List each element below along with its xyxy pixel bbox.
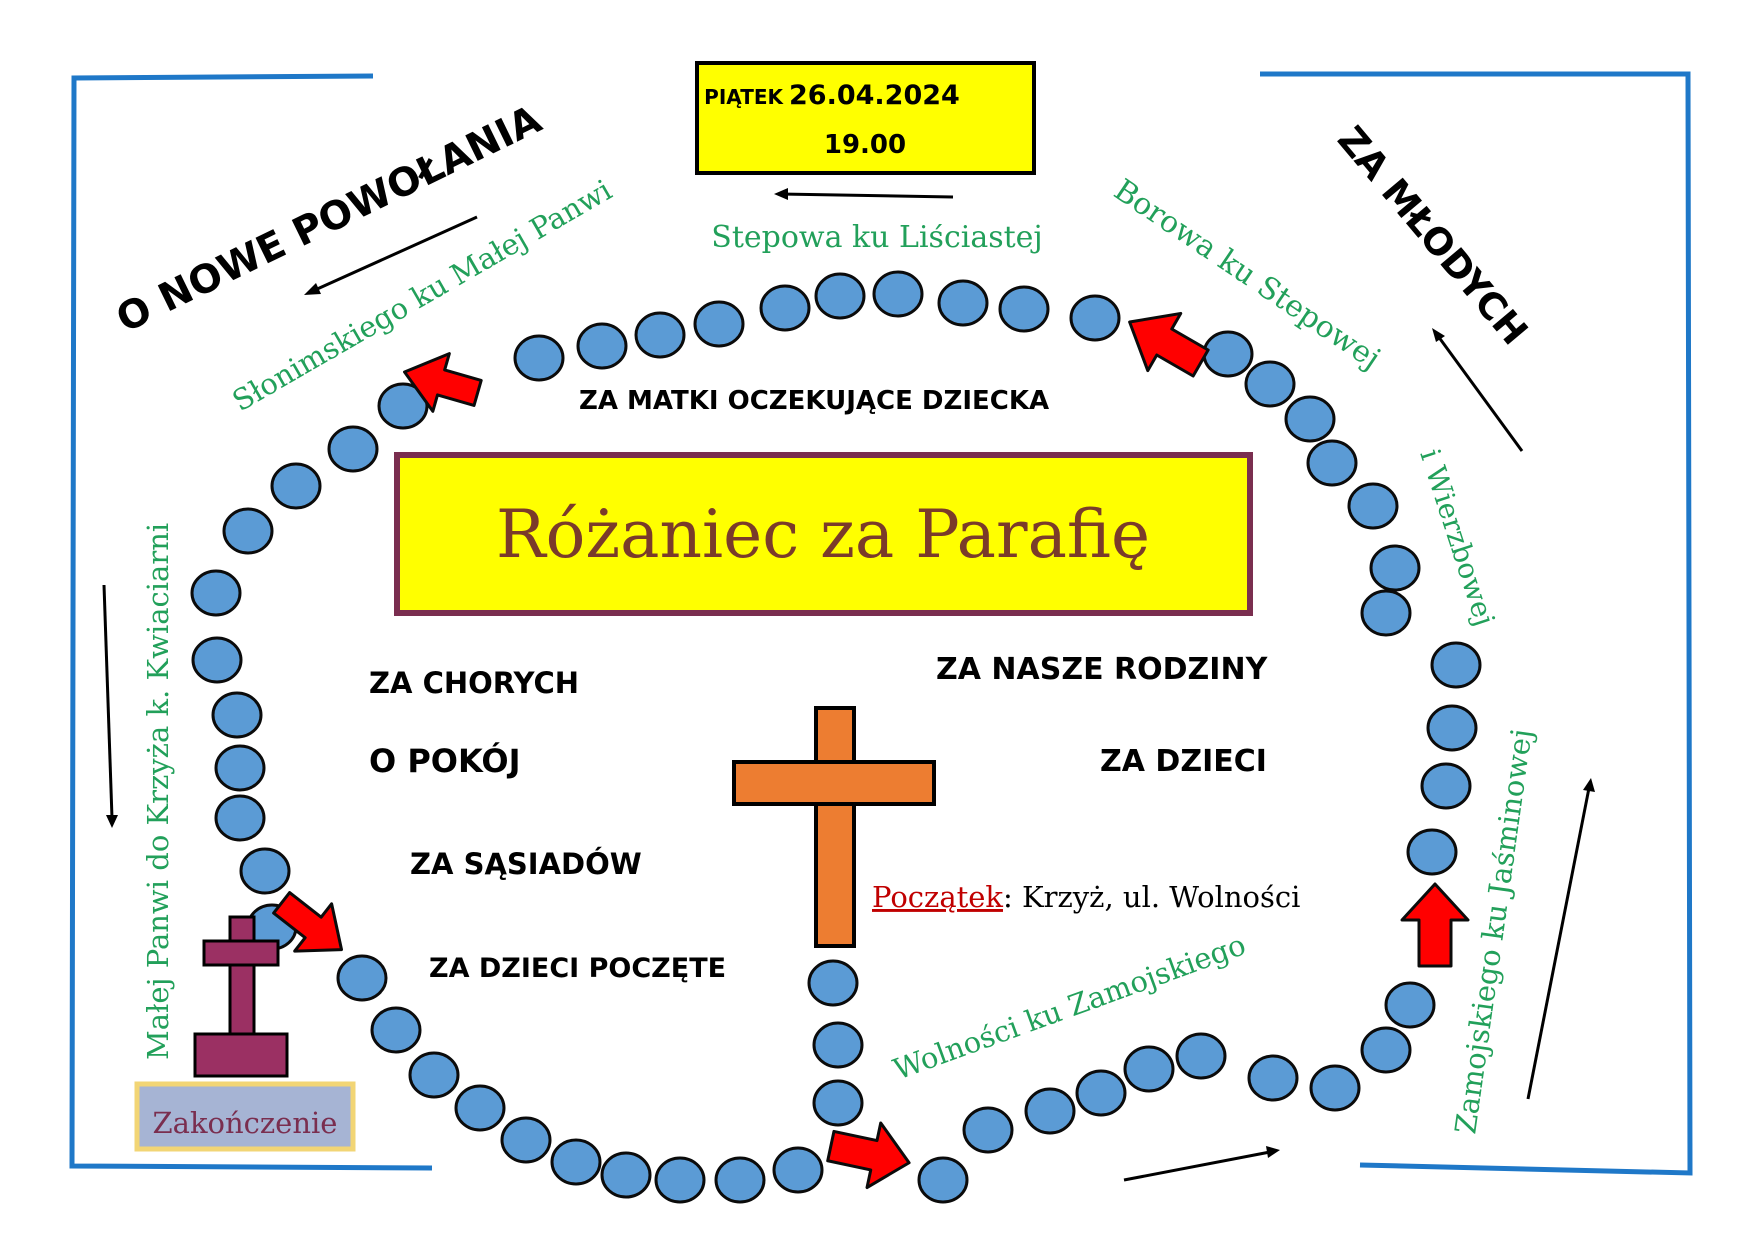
- rosary-bead: [812, 1021, 864, 1069]
- rosary-bead: [214, 744, 266, 792]
- intention-new-vocations: O NOWE POWOŁANIA: [110, 97, 549, 342]
- rosary-bead: [500, 1116, 552, 1164]
- rosary-bead: [1244, 360, 1296, 408]
- rosary-bead: [214, 794, 266, 842]
- rosary-bead: [513, 334, 565, 382]
- intention-youth: ZA MŁODYCH: [1329, 118, 1536, 353]
- rosary-bead: [814, 272, 866, 320]
- rosary-bead: [550, 1138, 602, 1186]
- rosary-bead: [937, 279, 989, 327]
- rosary-bead: [998, 285, 1050, 333]
- rosary-bead: [1024, 1087, 1076, 1135]
- rosary-bead: [1420, 762, 1472, 810]
- rosary-bead: [1202, 330, 1254, 378]
- red-arrow-right: [1400, 882, 1470, 968]
- rosary-bead: [1369, 544, 1421, 592]
- rosary-bead: [962, 1106, 1014, 1154]
- rosary-bead: [336, 954, 388, 1002]
- rosary-bead: [759, 284, 811, 332]
- rosary-bead: [1347, 482, 1399, 530]
- rosary-bead: [211, 691, 263, 739]
- route-wierzbowa: i Wierzbowej: [1413, 445, 1501, 630]
- rosary-bead: [917, 1156, 969, 1204]
- rosary-bead: [377, 382, 429, 430]
- rosary-bead: [1406, 828, 1458, 876]
- direction-arrow-upper-left: [314, 215, 478, 292]
- red-arrow-bottom: [826, 1121, 911, 1190]
- red-arrow-upper-left: [403, 352, 483, 413]
- date-date: 26.04.2024: [789, 80, 960, 111]
- rosary-bead: [772, 1146, 824, 1194]
- intention-children: ZA DZIECI: [1100, 744, 1267, 779]
- intention-expecting-mothers: ZA MATKI OCZEKUJĄCE DZIECKA: [579, 386, 1049, 416]
- rosary-bead: [576, 322, 628, 370]
- end-label: Zakończenie: [153, 1106, 338, 1140]
- start-label: Początek: [872, 880, 1003, 914]
- date-time: 19.00: [824, 130, 906, 160]
- rosary-bead: [190, 569, 242, 617]
- rosary-bead: [634, 311, 686, 359]
- rosary-bead: [408, 1051, 460, 1099]
- red-arrow-upper-right: [1128, 311, 1210, 378]
- intention-unborn: ZA DZIECI POCZĘTE: [429, 953, 726, 984]
- rosary-bead: [1247, 1054, 1299, 1102]
- rosary-bead: [600, 1151, 652, 1199]
- red-arrows: [272, 311, 1470, 1190]
- rosary-bead: [222, 507, 274, 555]
- date-day: PIĄTEK: [704, 85, 784, 109]
- date-box: PIĄTEK 26.04.2024 19.00: [695, 61, 1036, 175]
- rosary-bead: [1360, 589, 1412, 637]
- rosary-bead: [693, 300, 745, 348]
- blue-frame: [69, 71, 1693, 1176]
- direction-arrow-bottom: [1123, 1150, 1271, 1182]
- rosary-bead: [1360, 1026, 1412, 1074]
- rosary-bead: [872, 270, 924, 318]
- rosary-bead: [807, 959, 859, 1007]
- direction-arrow-left: [102, 584, 114, 819]
- rosary-bead: [370, 1006, 422, 1054]
- rosary-bead: [1284, 395, 1336, 443]
- rosary-bead: [1384, 981, 1436, 1029]
- rosary-bead: [1309, 1064, 1361, 1112]
- rosary-beads: [190, 270, 1482, 1204]
- rosary-bead: [270, 462, 322, 510]
- direction-arrow-upper-right: [1436, 335, 1524, 452]
- rosary-bead: [1075, 1069, 1127, 1117]
- rosary-bead: [1306, 439, 1358, 487]
- intention-families: ZA NASZE RODZINY: [936, 652, 1269, 687]
- intention-neighbors: ZA SĄSIADÓW: [410, 847, 642, 881]
- direction-arrow-top: [779, 192, 954, 199]
- end-cross-icon: [193, 915, 289, 1078]
- rosary-bead: [454, 1084, 506, 1132]
- rosary-bead: [1069, 294, 1121, 342]
- rosary-bead: [1175, 1032, 1227, 1080]
- title-box: Różaniec za Parafię: [394, 452, 1253, 616]
- start-text: : Krzyż, ul. Wolności: [1003, 880, 1300, 914]
- intention-peace: O POKÓJ: [369, 741, 520, 780]
- rosary-bead: [812, 1079, 864, 1127]
- page-title: Różaniec za Parafię: [496, 496, 1150, 573]
- start-info: Początek: Krzyż, ul. Wolności: [872, 880, 1300, 914]
- route-malej-panwi: Małej Panwi do Krzyża k. Kwiaciarni: [141, 523, 175, 1060]
- cross-icon: [732, 706, 936, 948]
- intention-sick: ZA CHORYCH: [369, 666, 579, 700]
- red-arrow-lower-left: [272, 891, 344, 953]
- rosary-bead: [1426, 704, 1478, 752]
- rosary-bead: [654, 1156, 706, 1204]
- route-stepowa: Stepowa ku Liściastej: [711, 220, 1042, 255]
- rosary-bead: [191, 636, 243, 684]
- rosary-bead: [1123, 1045, 1175, 1093]
- rosary-bead: [239, 847, 291, 895]
- rosary-bead: [714, 1156, 766, 1204]
- rosary-bead: [327, 425, 379, 473]
- end-box: Zakończenie: [134, 1081, 356, 1152]
- direction-arrow-right: [1526, 787, 1591, 1100]
- rosary-bead: [1430, 641, 1482, 689]
